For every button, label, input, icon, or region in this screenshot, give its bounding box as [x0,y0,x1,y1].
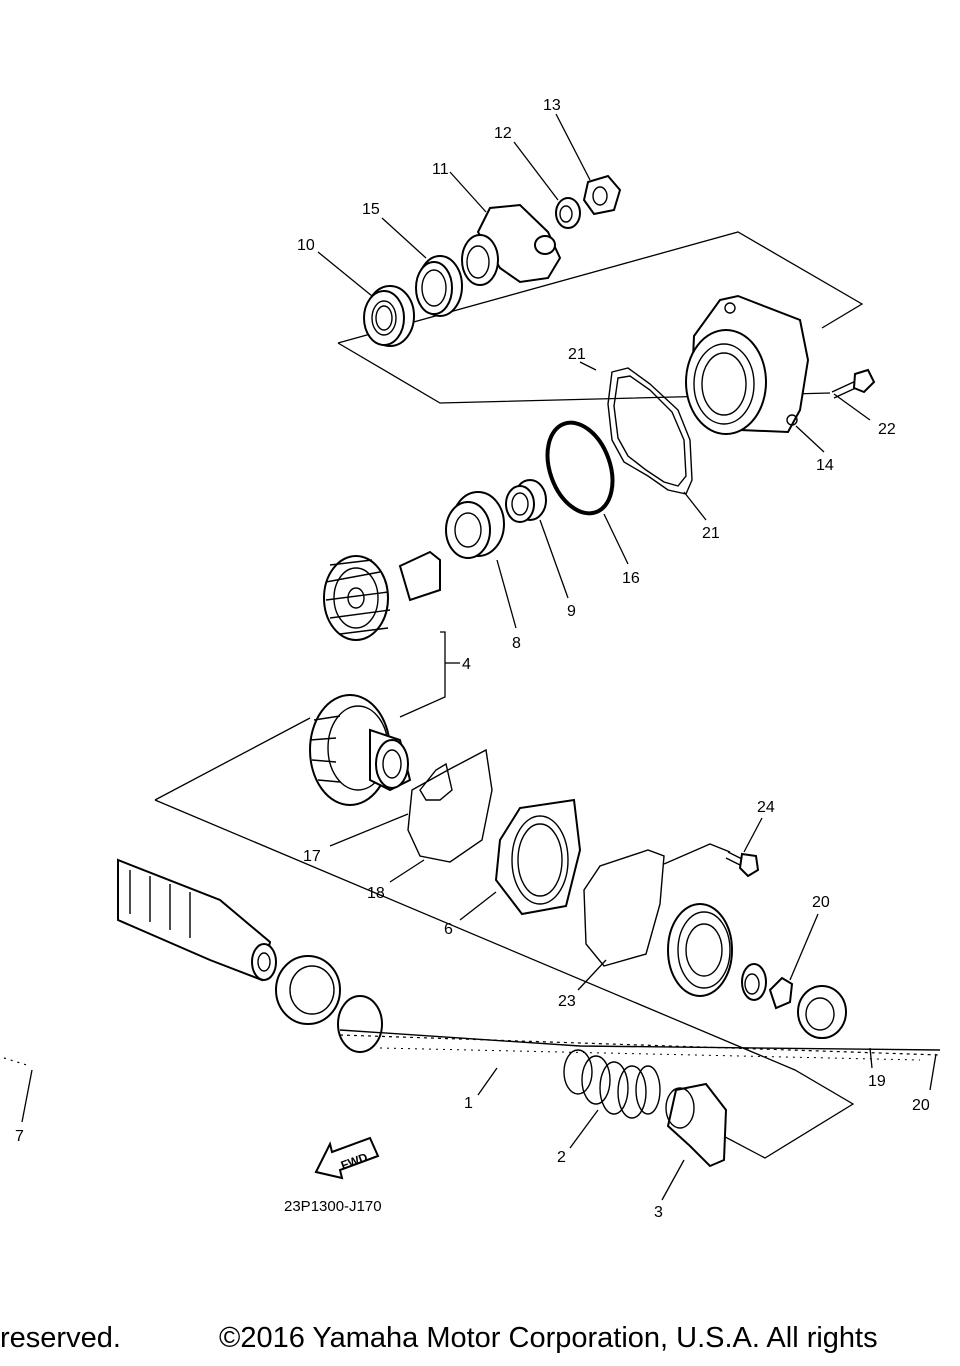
retainer-6 [494,798,582,916]
spring-2 [563,1049,661,1119]
callout-14: 14 [816,457,834,474]
bearing-8 [445,491,505,559]
callout-13: 13 [543,97,561,114]
nut-20 [797,985,847,1039]
coupler-3 [665,1082,728,1168]
footer-copyright-text: ©2016 Yamaha Motor Corporation, U.S.A. A… [219,1322,878,1354]
callout-8: 8 [512,635,521,652]
callout-12: 12 [494,125,512,142]
footer-reserved-text: reserved. [0,1322,121,1354]
yoke-11 [461,203,562,286]
callout-15: 15 [362,201,380,218]
gasket-18 [407,748,493,863]
oil-seal-15 [415,255,463,317]
gasket-23 [583,849,665,967]
callout-16: 16 [622,570,640,587]
shaft-1 [339,1029,941,1051]
bolt-24 [725,851,760,878]
callout-20-a: 20 [812,894,830,911]
callout-24: 24 [757,799,775,816]
o-ring-16 [545,420,615,516]
callout-23: 23 [558,993,576,1010]
callout-11: 11 [432,161,449,178]
callout-22: 22 [878,421,896,438]
callout-6: 6 [444,921,453,938]
bearing-10 [363,285,415,347]
callout-21-a: 21 [568,346,586,363]
collar-9 [505,479,547,523]
callout-9: 9 [567,603,576,620]
bolt-22 [831,368,876,399]
callout-7: 7 [15,1128,24,1145]
washer-20 [768,976,794,1010]
callout-20-b: 20 [912,1097,930,1114]
callout-3: 3 [654,1204,663,1221]
gasket-21 [607,367,693,495]
bearing-19 [667,903,733,997]
scan-artifact-lines [3,1034,941,1067]
callout-leaders [21,113,937,1201]
washer-12 [555,197,581,229]
callout-18: 18 [367,885,385,902]
callout-1: 1 [464,1095,473,1112]
ring-gear-4 [309,694,412,806]
callout-10: 10 [297,237,315,254]
callout-21-b: 21 [702,525,720,542]
callout-17: 17 [303,848,321,865]
diagram-code: 23P1300-J170 [284,1198,382,1215]
callout-2: 2 [557,1149,566,1166]
pinion-gear-4 [323,550,441,641]
callout-labels: 1 2 3 4 6 7 8 9 10 11 12 13 14 15 16 17 … [15,97,930,1221]
assembly-outline-lines [154,231,864,1159]
callout-19: 19 [868,1073,886,1090]
copyright-footer: reserved. ©2016 Yamaha Motor Corporation… [0,1322,960,1362]
seal-19 [741,963,767,1001]
nut-13 [582,174,622,216]
callout-4: 4 [462,656,471,673]
fwd-arrow-icon: FWD [314,1136,380,1180]
drive-shaft-7 [117,858,383,1053]
housing-14 [685,294,810,435]
shim-17 [419,762,453,801]
